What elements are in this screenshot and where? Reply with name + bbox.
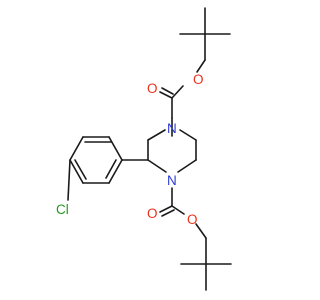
chlorophenyl-ring [67,136,149,201]
bond [161,87,174,95]
oxygen-atom-label: O [147,81,158,96]
oxygen-atom-label: O [193,72,204,87]
bond [108,136,123,161]
oxygen-atom-label: O [147,206,158,221]
oxygen-atom-label: O [187,212,198,227]
bond [147,159,167,173]
bond [159,205,173,213]
bond [177,159,197,173]
piperazine-ring [147,117,197,173]
chlorine-atom-label: Cl [56,202,69,217]
bond [196,59,206,73]
bond [179,129,197,141]
bond [159,91,173,99]
bond [195,223,207,239]
bond [69,159,84,184]
nitrogen-atom-label: N [167,173,177,188]
bottom-carbamate [159,187,207,239]
bond [69,136,84,161]
bottom-tert-butyl [180,237,232,291]
molecule-canvas: O O N N O O Cl [56,7,232,291]
bond [171,85,184,99]
bond [108,159,123,184]
bond [67,159,71,201]
bond [74,159,87,180]
bond [147,129,166,141]
top-carbamate [159,59,206,119]
molecule-structure: O O N N O O Cl [56,7,232,291]
bond [171,205,185,215]
nitrogen-atom-label: N [167,121,177,136]
top-tert-butyl [179,7,231,61]
bond [161,209,175,217]
bond [105,159,117,179]
